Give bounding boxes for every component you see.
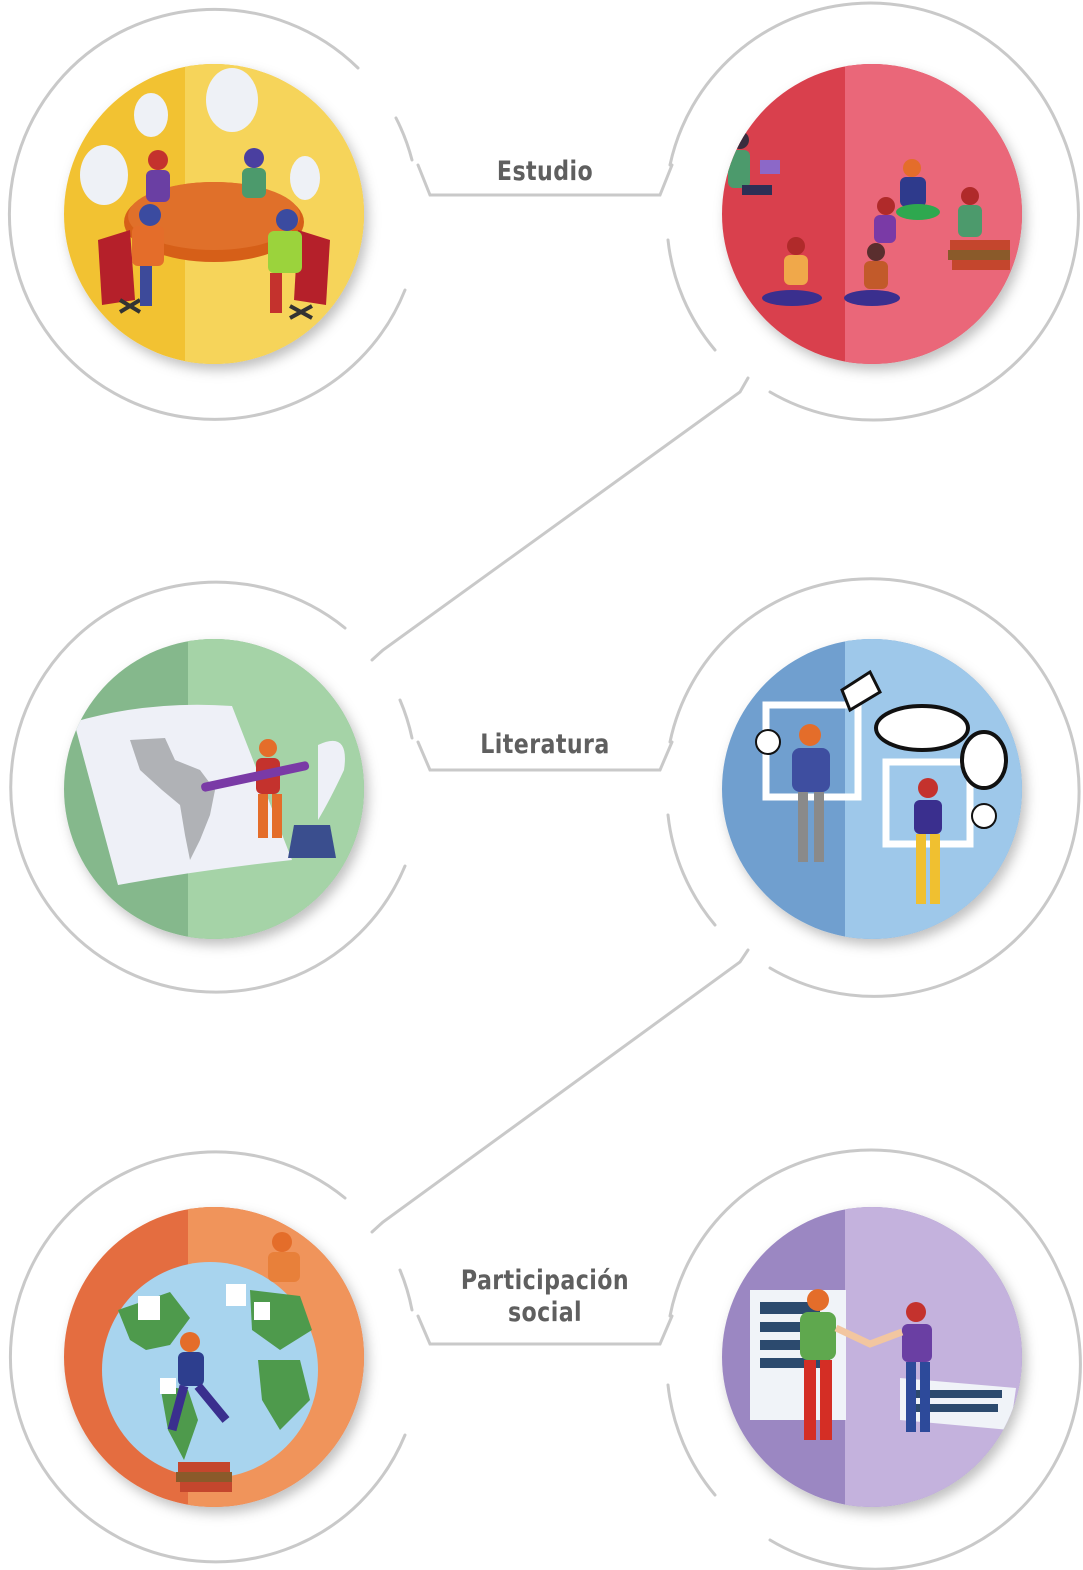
- node-estudio-discussion: [64, 64, 364, 364]
- label-literatura: Literatura: [480, 729, 610, 760]
- connector-lines: [370, 163, 750, 1346]
- connector-row3: [416, 1314, 674, 1346]
- connector-row1: [416, 163, 674, 197]
- label-estudio: Estudio: [496, 156, 594, 187]
- ring-node-4-stub: [666, 813, 717, 927]
- ring-arcs: [8, 1, 1082, 1570]
- label-participacion-line1: Participación: [460, 1265, 630, 1296]
- connector-diagonal-2: [370, 948, 750, 1234]
- ring-node-6-stub: [666, 1383, 717, 1497]
- ring-node-1-stub: [394, 116, 414, 162]
- node-participacion-globe: [64, 1207, 364, 1507]
- ring-node-4-main: [668, 577, 1081, 998]
- ring-node-3-main: [9, 580, 407, 994]
- node-estudio-reading: [722, 64, 1022, 364]
- label-participacion-line2: social: [507, 1297, 583, 1328]
- ring-node-5-main: [8, 1150, 407, 1564]
- ring-node-2-main: [668, 1, 1080, 422]
- ring-node-6-main: [668, 1148, 1082, 1570]
- connector-row2: [416, 740, 674, 772]
- ring-node-1-main: [8, 7, 407, 421]
- node-literatura-map: [64, 639, 364, 939]
- ring-node-3-stub: [398, 698, 414, 740]
- ring-node-5-stub: [398, 1268, 414, 1312]
- ring-node-2-stub: [666, 238, 717, 352]
- node-literatura-comic: [722, 639, 1022, 939]
- node-participacion-handshake: [722, 1207, 1022, 1507]
- connector-diagonal-1: [370, 376, 750, 662]
- label-participacion-social: Participación social: [443, 1265, 648, 1329]
